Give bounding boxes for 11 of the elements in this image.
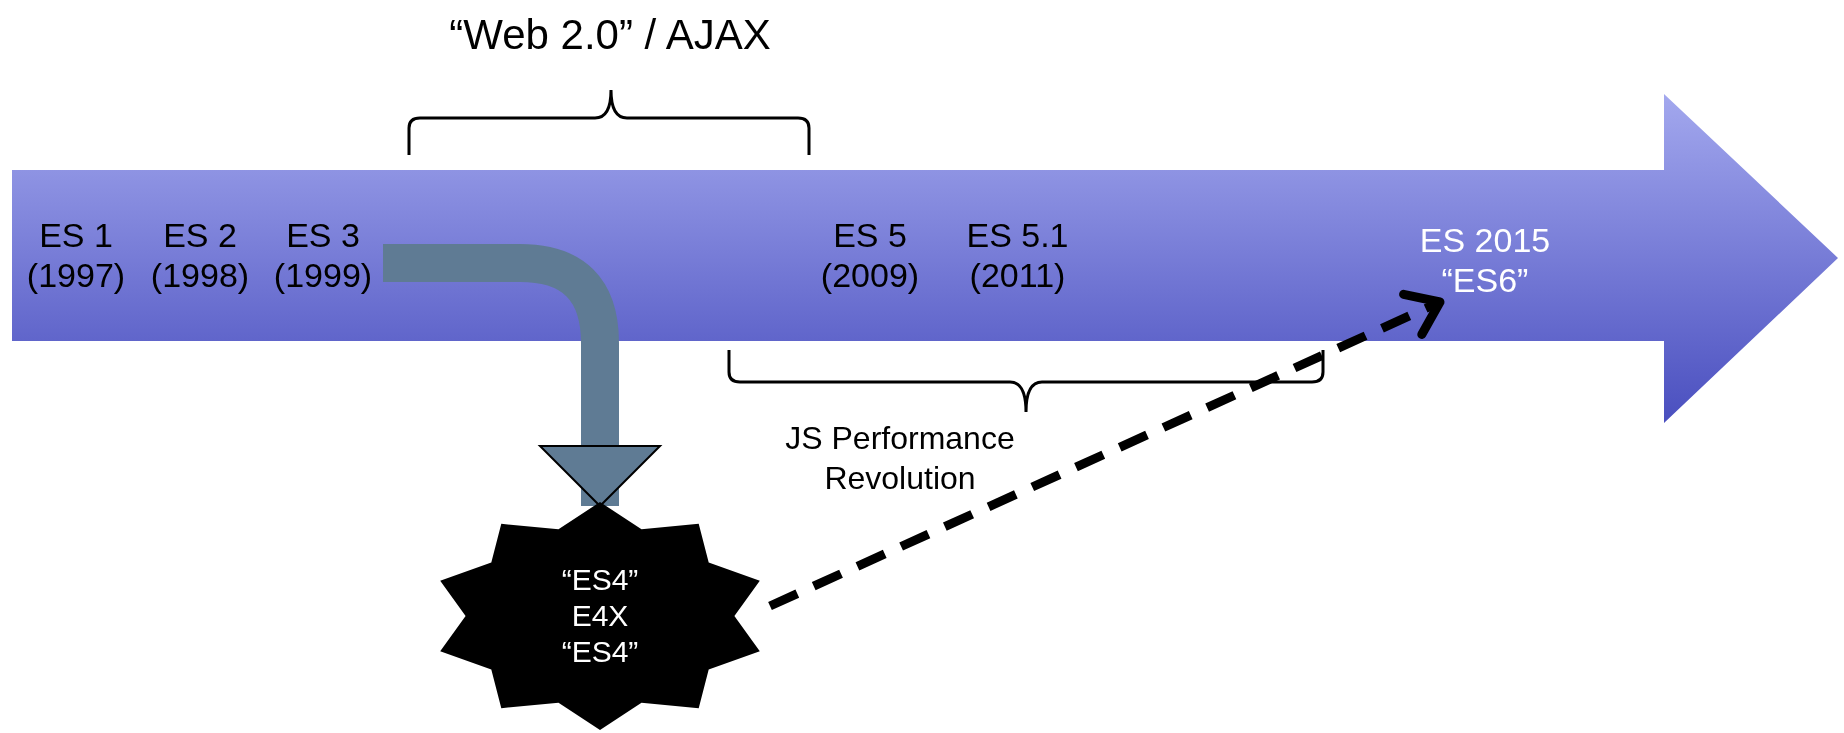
version-label: ES 5 (2009) [810,215,930,295]
curved-arrow [383,244,661,507]
node-text: “ES4” E4X “ES4” [560,562,640,670]
version-label: ES 2015 “ES6” [1405,220,1565,300]
bracket-label: “Web 2.0” / AJAX [448,10,772,60]
bracket-label: JS Performance Revolution [784,419,1016,498]
dashed-arrow [768,289,1445,611]
version-label: ES 2 (1998) [140,215,260,295]
version-label: ES 1 (1997) [16,215,136,295]
version-label: ES 5.1 (2011) [955,215,1080,295]
version-label: ES 3 (1999) [263,215,383,295]
